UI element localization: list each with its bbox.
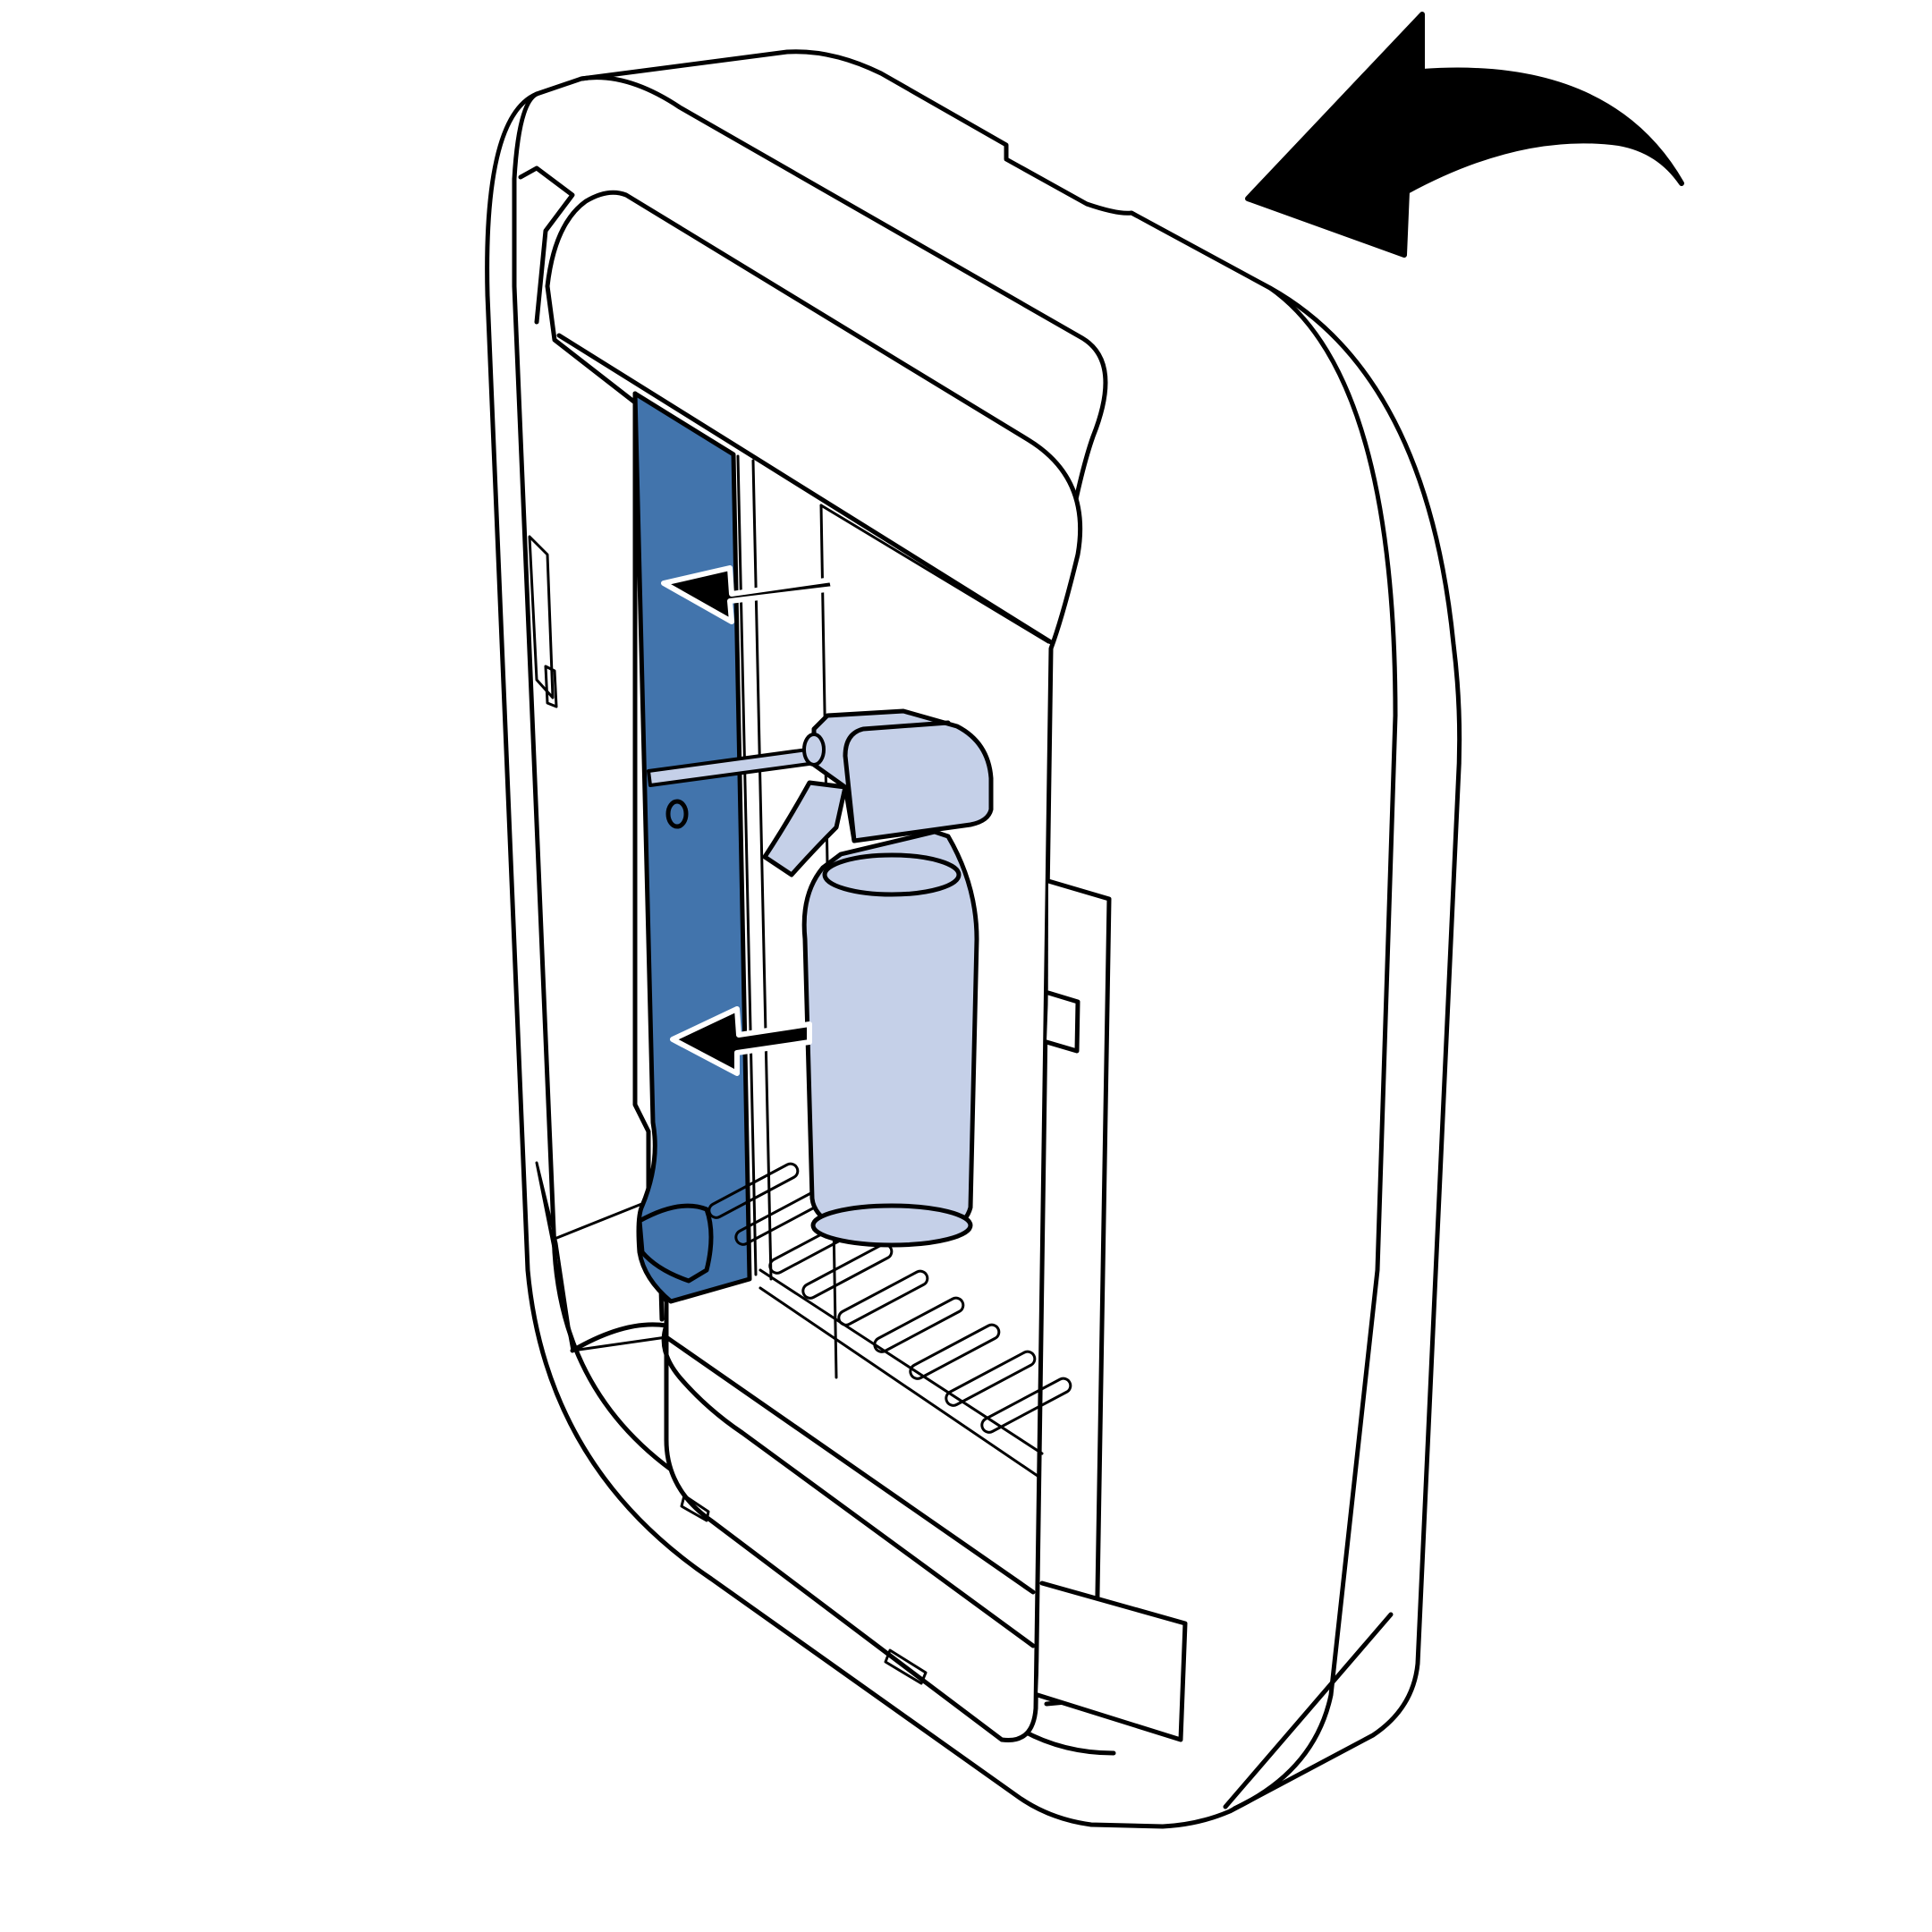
curved-arrow-icon xyxy=(1245,12,1684,258)
blue-panel xyxy=(632,391,752,1304)
frame-side-tabs xyxy=(1035,878,1188,1742)
back-wall-line-2 xyxy=(819,504,1050,644)
left-slot-1 xyxy=(528,535,555,699)
compressed-air-can-icon xyxy=(647,708,994,1248)
housing-rim-seam xyxy=(1223,1612,1394,1809)
lid-hinge xyxy=(518,165,575,325)
inner-top-edge xyxy=(556,333,1054,645)
side-tab-2 xyxy=(1044,990,1080,1054)
inner-floor-edge xyxy=(664,1335,1036,1595)
air-can-nozzle-head xyxy=(811,708,994,843)
left-slot-2 xyxy=(535,1161,574,1352)
rack-rail xyxy=(758,1268,1044,1455)
air-flow-arrow-icon xyxy=(661,565,836,624)
left-side-details xyxy=(528,535,928,1685)
housing-left-face xyxy=(512,91,1116,1756)
housing-right-rim xyxy=(1232,285,1398,1811)
bottom-slot-1 xyxy=(680,1494,710,1522)
back-wall-line-4 xyxy=(571,1335,668,1352)
air-flow-arrows xyxy=(661,565,836,1076)
air-can-nozzle-face xyxy=(843,720,951,758)
air-flow-arrow-icon xyxy=(670,1006,812,1076)
inner-floor-curve xyxy=(570,1322,1036,1648)
rack-rail-2 xyxy=(758,1286,1039,1478)
air-can-trigger xyxy=(762,780,848,877)
panel-screw-hole xyxy=(665,799,689,829)
air-can-base xyxy=(810,1203,973,1248)
panel-bottom-notch xyxy=(637,1203,714,1284)
curved-arrow xyxy=(1245,12,1684,258)
bottom-rack xyxy=(708,1162,1072,1478)
air-can-top-ring xyxy=(822,852,962,897)
air-can-nozzle-tip xyxy=(802,733,826,767)
bottom-slot-2 xyxy=(884,1648,928,1685)
air-can-nozzle-side xyxy=(843,753,857,843)
left-slot-3 xyxy=(544,665,558,708)
side-tab-3 xyxy=(1035,1580,1188,1742)
back-wall-line-3 xyxy=(553,1201,646,1241)
rack-slots xyxy=(708,1162,1072,1434)
